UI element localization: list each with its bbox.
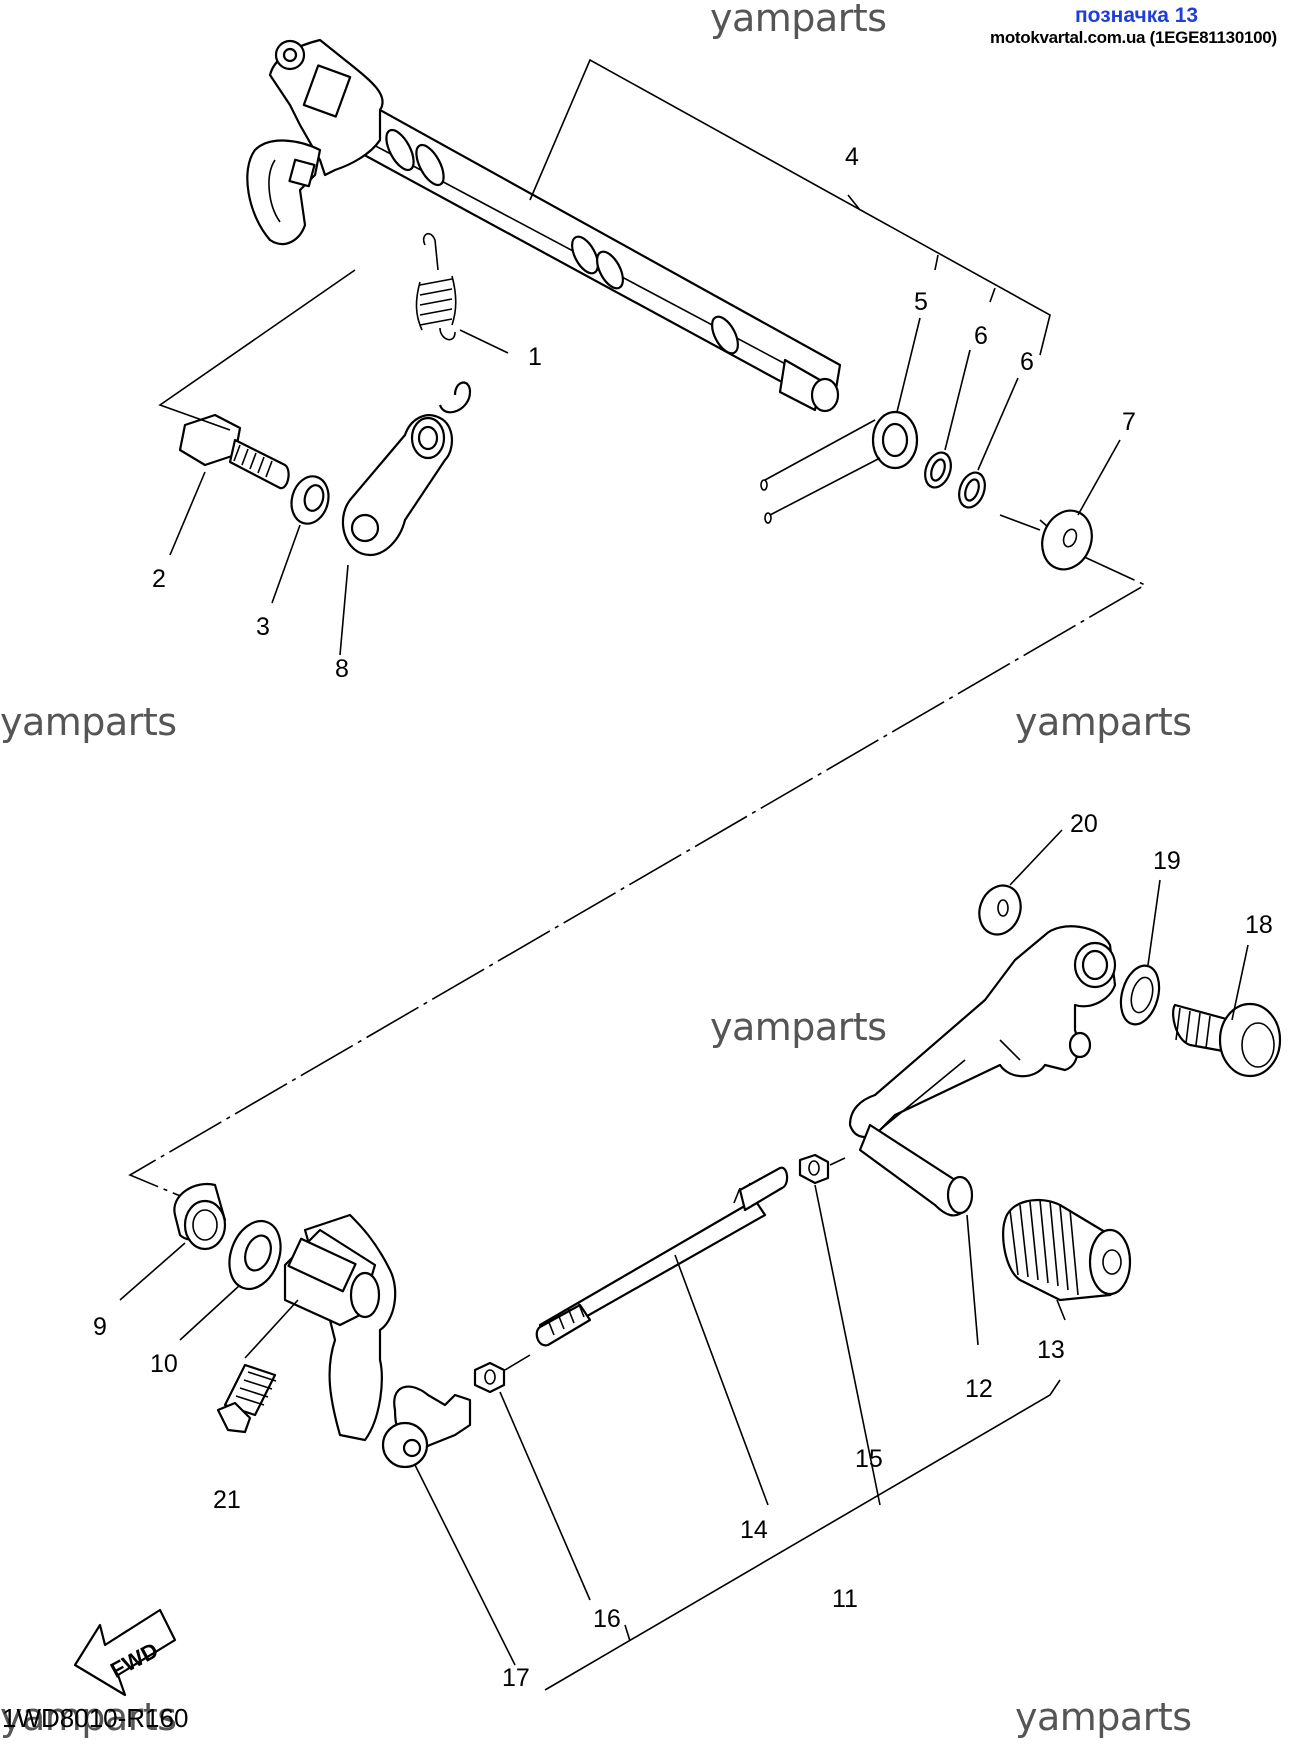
source-label: motokvartal.com.ua (1EGE81130100) [990,28,1277,47]
callout-11: 11 [832,1585,858,1613]
callout-16: 16 [593,1605,621,1633]
callout-13: 13 [1037,1336,1065,1364]
shift-arm [283,1213,397,1442]
part-14-shift-rod [535,1166,789,1506]
callout-6b: 6 [1020,348,1034,376]
watermark-bottom-left: yamparts [0,1695,177,1739]
callout-14: 14 [740,1516,768,1544]
part-16-nut [473,1354,591,1601]
callout-7: 7 [1122,408,1136,436]
page-title: позначка 13 [1075,4,1199,27]
part-1-spring [415,232,509,354]
part-4-bracket [158,58,1051,431]
part-19-washer [1119,879,1161,1026]
callout-6a: 6 [974,322,988,350]
callout-4: 4 [845,143,859,171]
part-6-circlips [924,349,1019,509]
callout-17: 17 [502,1664,530,1692]
callout-8: 8 [335,655,349,683]
watermark-middle: yamparts [710,1005,887,1049]
part-10-washer [179,1220,282,1341]
part-15-nut [798,1153,881,1506]
watermark-top: yamparts [710,0,887,40]
callout-19: 19 [1153,847,1181,875]
watermark-left: yamparts [0,700,177,744]
callout-3: 3 [256,613,270,641]
part-12-shift-pedal [848,925,1117,1346]
part-3-washer [271,475,330,604]
callout-21: 21 [213,1486,241,1514]
callout-9: 9 [93,1313,107,1341]
shift-shaft [246,38,842,413]
diagram-code: 1WD8010-R160 [2,1703,189,1733]
part-5-torsion-spring [760,317,921,524]
callout-1: 1 [528,343,542,371]
watermark-bottom-right: yamparts [1015,1695,1192,1739]
callout-numbers: 1 2 3 4 5 6 6 7 8 9 10 11 12 13 14 15 16… [93,143,1273,1692]
watermark-right: yamparts [1015,700,1192,744]
part-18-pivot-bolt [1172,944,1282,1078]
part-11-bracket [544,1379,1061,1691]
part-2-bolt [169,413,290,556]
callout-10: 10 [150,1350,178,1378]
callout-5: 5 [914,288,928,316]
part-7-washer [999,439,1121,571]
callout-12: 12 [965,1375,993,1403]
callout-20: 20 [1070,810,1098,838]
part-21-bolt [216,1299,299,1434]
callout-2: 2 [152,565,166,593]
callout-18: 18 [1245,911,1273,939]
part-13-pedal-rubber [1002,1198,1132,1321]
fwd-arrow-icon: FWD [73,1608,177,1697]
part-8-stopper-lever [339,381,472,656]
part-20-washer [978,829,1063,936]
part-17-rod-joint [381,1385,516,1666]
part-9-bushing [119,1182,227,1301]
callout-15: 15 [855,1445,883,1473]
assembly-connector-line [128,519,1147,1201]
